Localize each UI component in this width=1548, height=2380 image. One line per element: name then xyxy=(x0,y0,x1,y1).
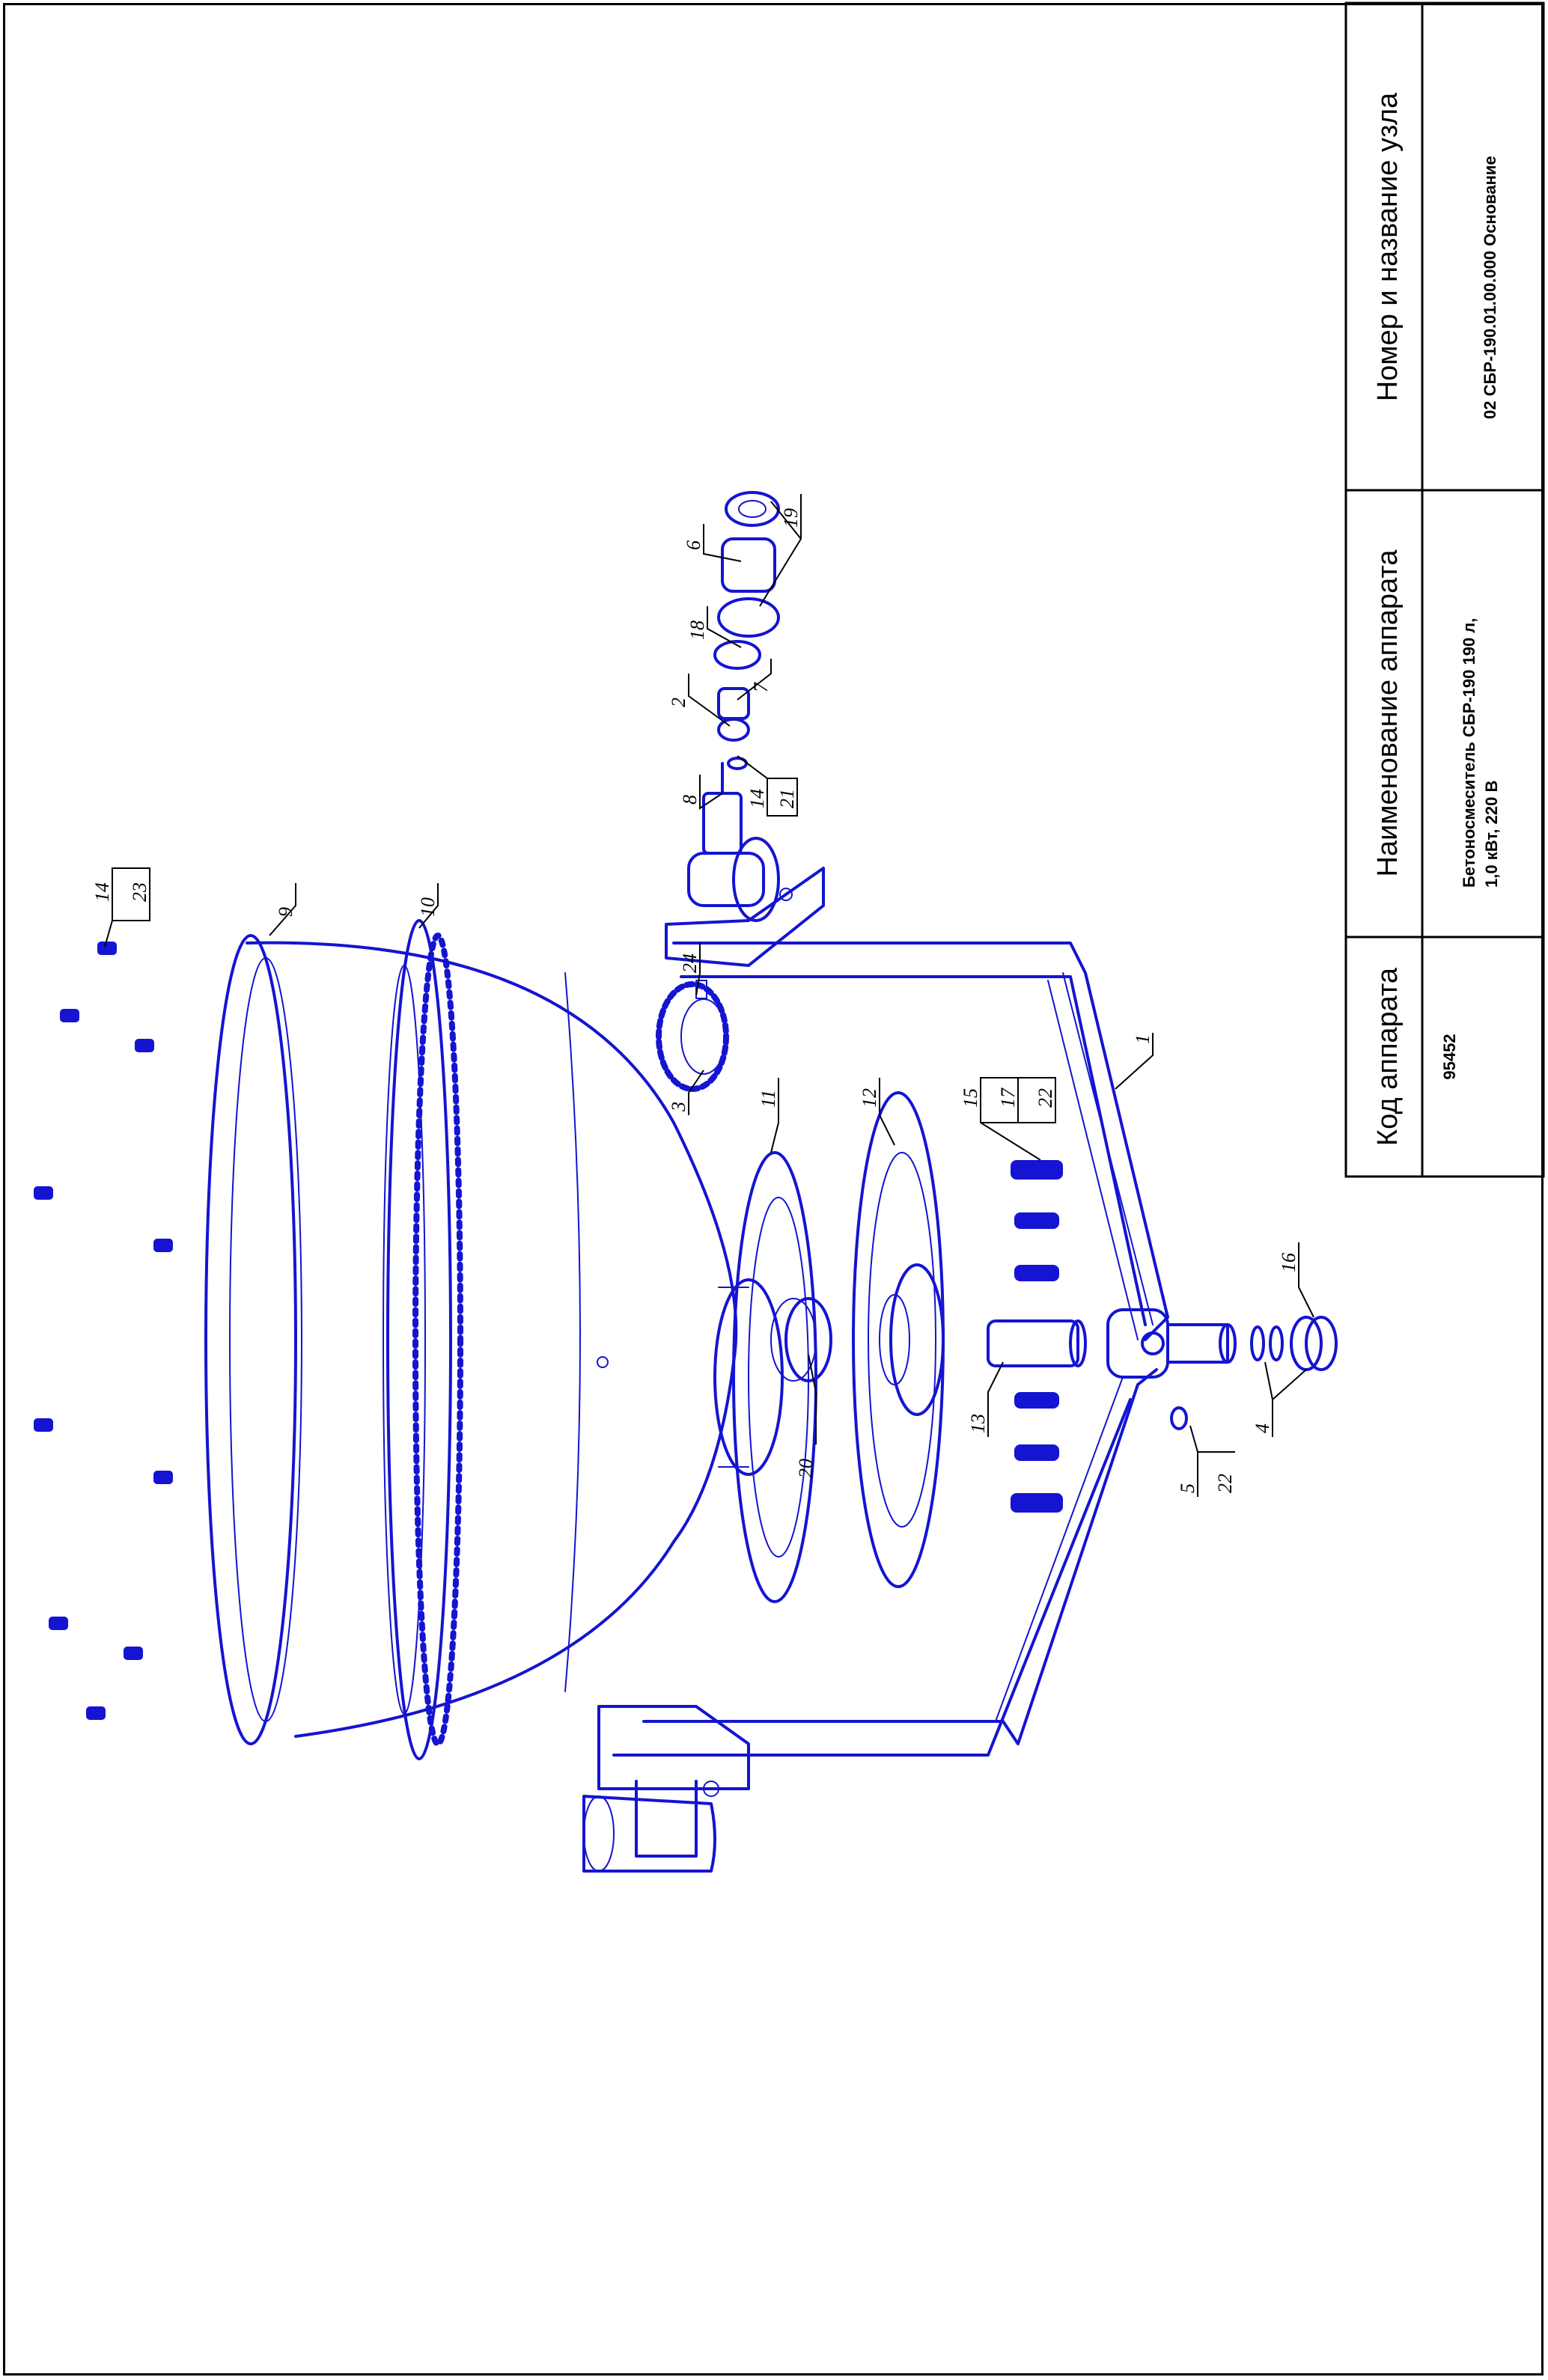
washers-and-nut xyxy=(1250,1316,1338,1371)
callout-22-bolts: 22 xyxy=(1034,1088,1056,1108)
bolts xyxy=(34,942,1063,1720)
flange-12 xyxy=(852,1091,945,1588)
callout-8: 8 xyxy=(679,795,701,805)
value-apparatus-name-line2: 1,0 кВт, 220 В xyxy=(1482,781,1501,888)
callout-10: 10 xyxy=(417,897,439,917)
callout-4: 4 xyxy=(1252,1424,1273,1433)
callout-6: 6 xyxy=(683,540,704,550)
callout-14-mid: 14 xyxy=(746,789,768,808)
callout-5: 5 xyxy=(1177,1483,1198,1493)
callout-1: 1 xyxy=(1132,1034,1154,1044)
callout-13: 13 xyxy=(967,1414,989,1433)
header-apparatus-name: Наименование аппарата xyxy=(1372,549,1404,877)
callout-9: 9 xyxy=(275,907,296,917)
value-assembly: 02 СБР-190.01.00.000 Основание xyxy=(1481,156,1499,419)
callout-24: 24 xyxy=(679,953,701,973)
callout-18: 18 xyxy=(686,620,708,640)
title-block: Код аппарата Наименование аппарата Номер… xyxy=(1344,1,1545,1178)
callout-leaders xyxy=(104,494,1314,1497)
upper-housing xyxy=(665,837,825,967)
header-assembly: Номер и название узла xyxy=(1372,92,1404,401)
callouts: 1 2 3 4 5 6 7 8 9 10 11 12 13 16 18 19 2… xyxy=(91,508,1299,1493)
callout-2: 2 xyxy=(668,698,689,707)
callout-17: 17 xyxy=(997,1087,1019,1108)
value-apparatus-code: 95452 xyxy=(1440,1034,1459,1079)
callout-20: 20 xyxy=(795,1459,817,1478)
callout-15: 15 xyxy=(960,1088,981,1108)
callout-3: 3 xyxy=(668,1102,689,1112)
bearing-stack xyxy=(713,491,780,770)
callout-21: 21 xyxy=(776,789,798,808)
bushing-20 xyxy=(770,1297,832,1382)
pinion-gear-3 xyxy=(656,980,729,1092)
callout-12: 12 xyxy=(859,1088,880,1108)
callout-19: 19 xyxy=(780,508,802,528)
callout-11: 11 xyxy=(758,1090,779,1108)
base-frame xyxy=(612,942,1237,1757)
value-apparatus-name-line1: Бетоносмеситель СБР-190 190 л, xyxy=(1460,618,1478,888)
nut-5 xyxy=(1170,1406,1188,1430)
drive-shaft-8 xyxy=(702,762,743,855)
callout-16: 16 xyxy=(1278,1253,1299,1272)
callout-14-top: 14 xyxy=(91,882,113,902)
callout-23: 23 xyxy=(129,882,150,902)
shaft-13 xyxy=(987,1319,1087,1367)
ring-gear xyxy=(383,919,463,1760)
callout-7: 7 xyxy=(750,682,772,692)
header-apparatus-code: Код аппарата xyxy=(1372,967,1404,1146)
lower-housing xyxy=(582,1705,750,1873)
mixer-drum xyxy=(204,934,738,1745)
callout-22-nut: 22 xyxy=(1214,1474,1236,1493)
drawing-frame xyxy=(3,3,1544,2376)
